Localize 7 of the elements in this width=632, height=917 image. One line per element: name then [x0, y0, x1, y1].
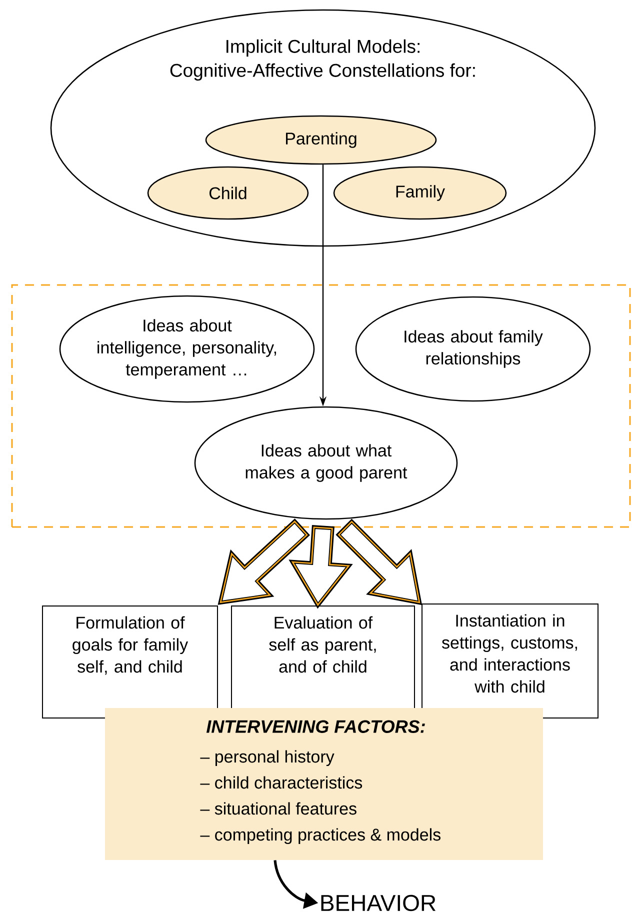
arrow [288, 525, 353, 609]
factors-panel: INTERVENING FACTORS: – personal history – child characteristics – situational features – competing practices & models [105, 708, 543, 860]
outcome-box: Instantiation in settings, customs, and interactions with child [422, 604, 598, 718]
dashed-frame [11, 284, 631, 528]
outcome-label: BEHAVIOR [321, 894, 436, 912]
outcome-box: Evaluation of self as parent, and of child [231, 606, 415, 718]
outcome-box: Formulation of goals for family self, and child [42, 606, 218, 718]
